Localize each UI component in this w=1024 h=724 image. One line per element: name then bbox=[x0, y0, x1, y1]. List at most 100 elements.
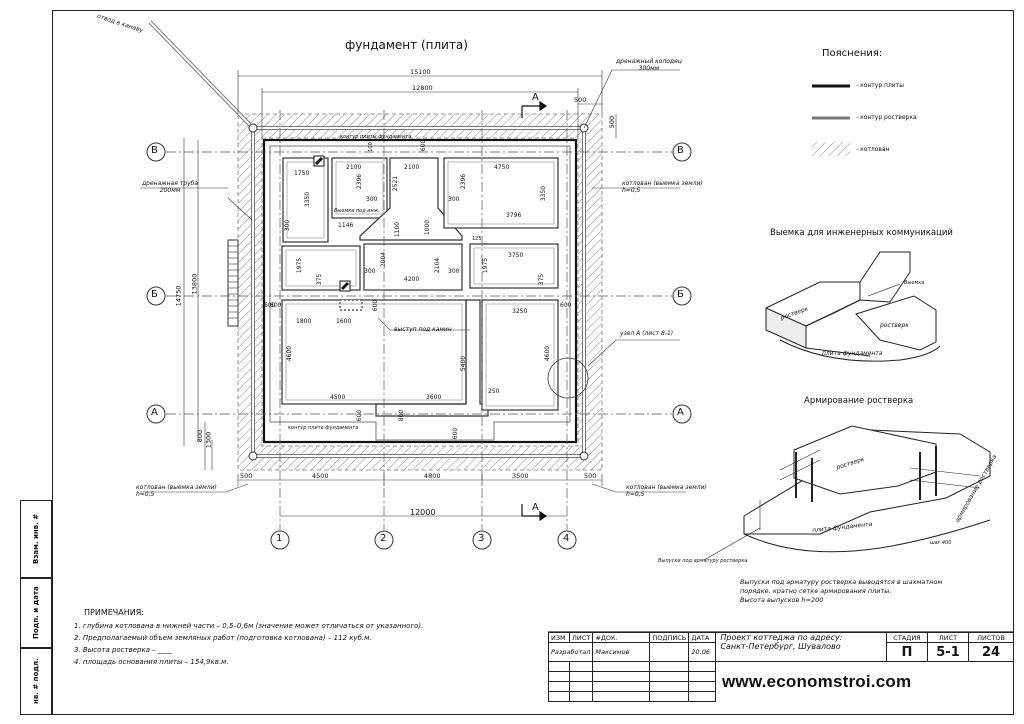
axis-circle-v-left bbox=[146, 142, 166, 162]
vyemka-label-vyemka: Выемка bbox=[904, 280, 925, 286]
dim-375b: 375 bbox=[538, 273, 546, 286]
vyemka-label-plita: плита фундамента bbox=[822, 350, 883, 357]
stamp-h-izm: ИЗМ bbox=[547, 632, 571, 643]
arm-note: Выпуски под арматуру ростверка выводятся… bbox=[740, 578, 943, 604]
title-block: ИЗМ ЛИСТ #ДОК. ПОДПИСЬ ДАТА Проект котте… bbox=[547, 632, 1014, 702]
legend-title: Пояснения: bbox=[822, 48, 883, 59]
dim-3250: 3250 bbox=[512, 308, 528, 315]
dim-600c: 600 bbox=[264, 302, 276, 309]
dim-bottom-500l: 500 bbox=[240, 472, 253, 480]
legend-item-slab: - контур плиты bbox=[856, 82, 904, 89]
axis-label-1: 1 bbox=[276, 533, 283, 544]
stamp-sheet-h: ЛИСТ bbox=[927, 632, 969, 643]
rostverk-outline bbox=[269, 145, 571, 441]
dim-300b: 300 bbox=[448, 196, 460, 203]
dim-bottom-c: 3500 bbox=[512, 472, 529, 480]
axis-label-b-right: Б bbox=[677, 289, 684, 300]
dim-4200: 4200 bbox=[404, 276, 420, 283]
drain-well-icon bbox=[248, 123, 258, 133]
dim-1975a: 1975 bbox=[296, 257, 304, 274]
dim-top-total: 15100 bbox=[410, 68, 431, 76]
website-link[interactable]: www.economstroi.com bbox=[722, 672, 912, 691]
axis-label-4: 4 bbox=[563, 533, 570, 544]
kotlovan-area bbox=[237, 113, 603, 471]
dim-bottom-a: 4500 bbox=[312, 472, 329, 480]
label-kontur-plity-bottom: контур плита фундамента bbox=[288, 425, 359, 431]
label-vystup: выступ под камин bbox=[394, 326, 452, 333]
dim-600f: 600 bbox=[560, 302, 572, 309]
drawing-frame bbox=[52, 10, 1014, 715]
dim-100: 100 bbox=[367, 142, 374, 152]
dim-left-1300: 1300 bbox=[204, 431, 213, 449]
dim-4600b: 4600 bbox=[544, 345, 552, 362]
dim-1600: 1600 bbox=[336, 318, 352, 325]
dim-2396a: 2396 bbox=[356, 173, 364, 190]
page-title: фундамент (плита) bbox=[345, 38, 468, 52]
label-kotlovan-right1: котлован (выемка земли) h=0,5 bbox=[622, 180, 703, 194]
arm-label-vypuski: Выпуски под арматуру ростверка bbox=[658, 558, 748, 564]
dim-4600a: 4600 bbox=[286, 345, 294, 362]
axis-label-a-left: А bbox=[151, 407, 158, 418]
stamp-h-list: ЛИСТ bbox=[569, 632, 594, 643]
node-a-circle bbox=[547, 357, 589, 399]
label-drenazh-truba: дренажная труба 200мм bbox=[142, 180, 199, 194]
dim-4500: 4500 bbox=[330, 394, 346, 401]
axis-label-3: 3 bbox=[478, 533, 485, 544]
axis-label-v-right: В bbox=[677, 145, 684, 156]
dim-2004: 2004 bbox=[380, 251, 388, 268]
stamp-author: Максимов bbox=[592, 642, 651, 662]
dim-5400: 5400 bbox=[460, 355, 468, 372]
dim-right-500: 500 bbox=[608, 115, 617, 129]
label-kotlovan-left: котлован (выемка земли) h=0,5 bbox=[136, 484, 217, 498]
dim-600a: 600 bbox=[420, 139, 428, 152]
dim-3350b: 3350 bbox=[540, 185, 548, 202]
dim-bottom-b: 4800 bbox=[424, 472, 441, 480]
stamp-sheets-h: ЛИСТОВ bbox=[968, 632, 1014, 643]
dim-250: 250 bbox=[488, 388, 500, 395]
dim-1800: 1800 bbox=[296, 318, 312, 325]
dim-1146: 1146 bbox=[338, 222, 354, 229]
stamp-razrabotal: Разработал bbox=[547, 642, 594, 662]
stamp-sign bbox=[649, 642, 690, 662]
dim-2100a: 2100 bbox=[346, 164, 362, 171]
note-4: 4. площадь основания плиты – 154,9кв.м. bbox=[74, 658, 229, 666]
dim-2104: 2104 bbox=[434, 257, 442, 274]
stamp-h-podpis: ПОДПИСЬ bbox=[649, 632, 690, 643]
label-kotlovan-right2: котлован (выемка земли) h=0,5 bbox=[626, 484, 707, 498]
dim-600d: 600 bbox=[356, 409, 364, 422]
dim-1100: 1100 bbox=[394, 221, 402, 238]
legend-item-rostverk: - контур ростверка bbox=[856, 114, 917, 121]
dim-bottom-total: 12000 bbox=[410, 508, 436, 517]
stamp-stage: П bbox=[886, 642, 928, 662]
dim-600e: 600 bbox=[452, 427, 460, 440]
dim-bottom-500r: 500 bbox=[584, 472, 597, 480]
detail-arm-title: Армирование ростверка bbox=[804, 396, 914, 406]
dim-125: 125 bbox=[472, 236, 482, 242]
side-stamp-sign: Подп. и дата bbox=[20, 578, 52, 648]
axis-label-2: 2 bbox=[380, 533, 387, 544]
dim-2521: 2521 bbox=[392, 175, 400, 192]
dim-600b: 600 bbox=[372, 299, 380, 312]
axis-label-a-right: А bbox=[677, 407, 684, 418]
dim-top-mid: 12800 bbox=[412, 84, 433, 92]
dim-800: 800 bbox=[398, 409, 406, 422]
dim-3796: 3796 bbox=[506, 212, 522, 219]
axis-label-b-left: Б bbox=[151, 289, 158, 300]
section-a-top: А bbox=[532, 92, 539, 103]
dim-300e: 300 bbox=[284, 219, 292, 232]
dim-1000: 1000 bbox=[424, 219, 432, 236]
dim-4750: 4750 bbox=[494, 164, 510, 171]
notes-title: ПРИМЕЧАНИЯ: bbox=[84, 608, 144, 617]
note-2: 2. Предполагаемый объем земляных работ (… bbox=[74, 634, 372, 642]
stamp-date: 20.06 bbox=[688, 642, 717, 662]
dim-left-800: 800 bbox=[196, 429, 205, 443]
side-stamp-replace: Взам. инв. # bbox=[20, 500, 52, 578]
section-a-bottom: А bbox=[532, 502, 539, 513]
stamp-h-data: ДАТА bbox=[688, 632, 717, 643]
dim-3600: 3600 bbox=[426, 394, 442, 401]
axis-label-v-left: В bbox=[151, 145, 158, 156]
stamp-stage-h: СТАДИЯ bbox=[886, 632, 928, 643]
dim-1750: 1750 bbox=[294, 170, 310, 177]
slab-outline bbox=[262, 138, 578, 444]
note-3: 3. Высота ростверка – ____ bbox=[74, 646, 172, 654]
